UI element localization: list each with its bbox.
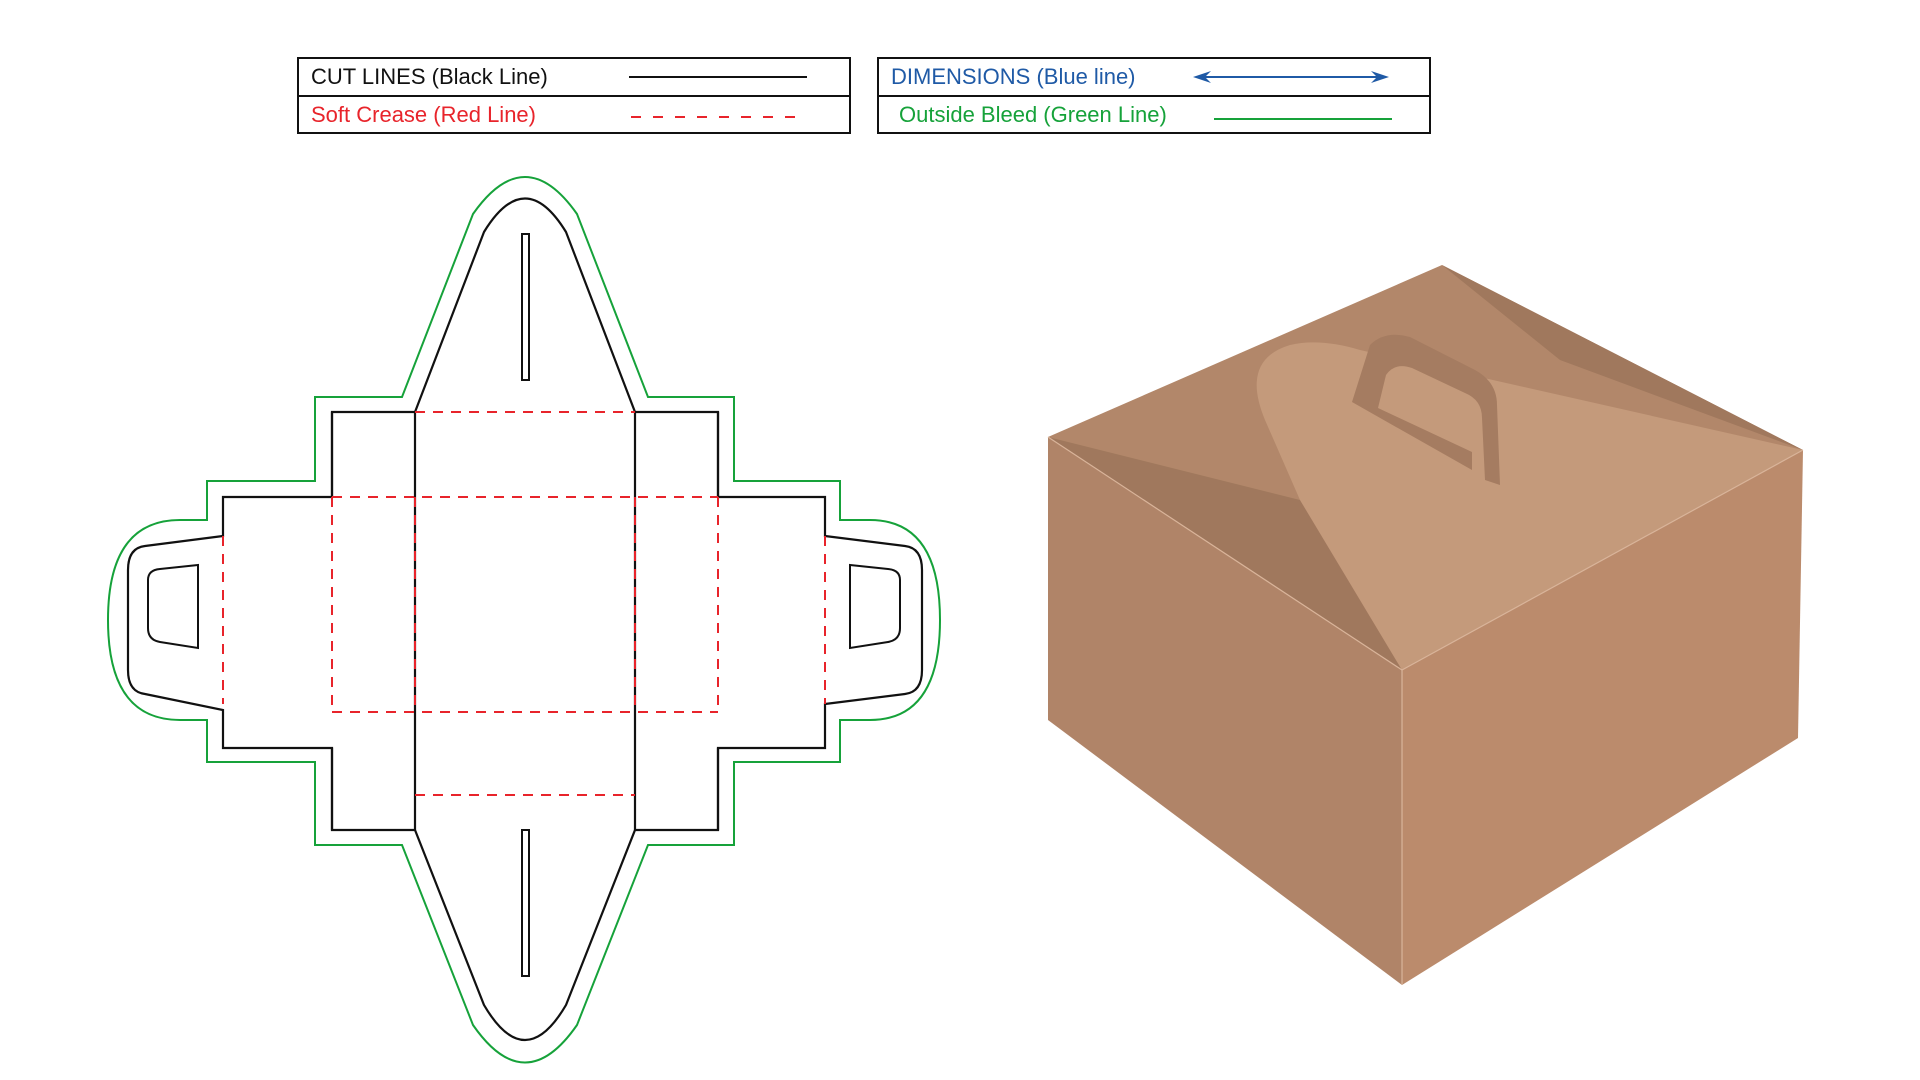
legend-label-soft-crease: Soft Crease (Red Line) [311, 102, 536, 127]
box-front-left-face [1048, 437, 1402, 985]
dimension-arrow-sample [1193, 71, 1389, 83]
legend-row-soft-crease: Soft Crease (Red Line) [299, 95, 849, 131]
legend-table-right: DIMENSIONS (Blue line) Outside Bleed (Gr… [877, 57, 1431, 134]
legend-label-cut-lines: CUT LINES (Black Line) [311, 64, 548, 89]
bottom-flap-slot [521, 829, 530, 977]
legend-table-left: CUT LINES (Black Line) Soft Crease (Red … [297, 57, 851, 134]
legend-row-cut-lines: CUT LINES (Black Line) [299, 59, 849, 95]
box-edge-highlights [1047, 436, 1804, 985]
outside-bleed-outline [106, 176, 942, 1064]
outside-bleed-sample [1214, 118, 1392, 120]
legend-row-dimensions: DIMENSIONS (Blue line) [879, 59, 1429, 95]
top-flap-slot [521, 233, 530, 381]
left-handle-hole [147, 563, 199, 650]
soft-crease-sample [631, 116, 807, 118]
lid-handle [1352, 334, 1500, 485]
legend-row-outside-bleed: Outside Bleed (Green Line) [879, 95, 1429, 131]
box-front-right-face [1402, 450, 1803, 985]
cut-line-sample [629, 76, 807, 78]
legend-label-dimensions: DIMENSIONS (Blue line) [891, 64, 1136, 89]
soft-crease-lines [222, 411, 826, 796]
right-handle-hole [849, 563, 901, 650]
lid-fold-shadow-right [1442, 265, 1803, 450]
legend-label-outside-bleed: Outside Bleed (Green Line) [899, 102, 1167, 127]
internal-cut-lines [330, 412, 720, 830]
